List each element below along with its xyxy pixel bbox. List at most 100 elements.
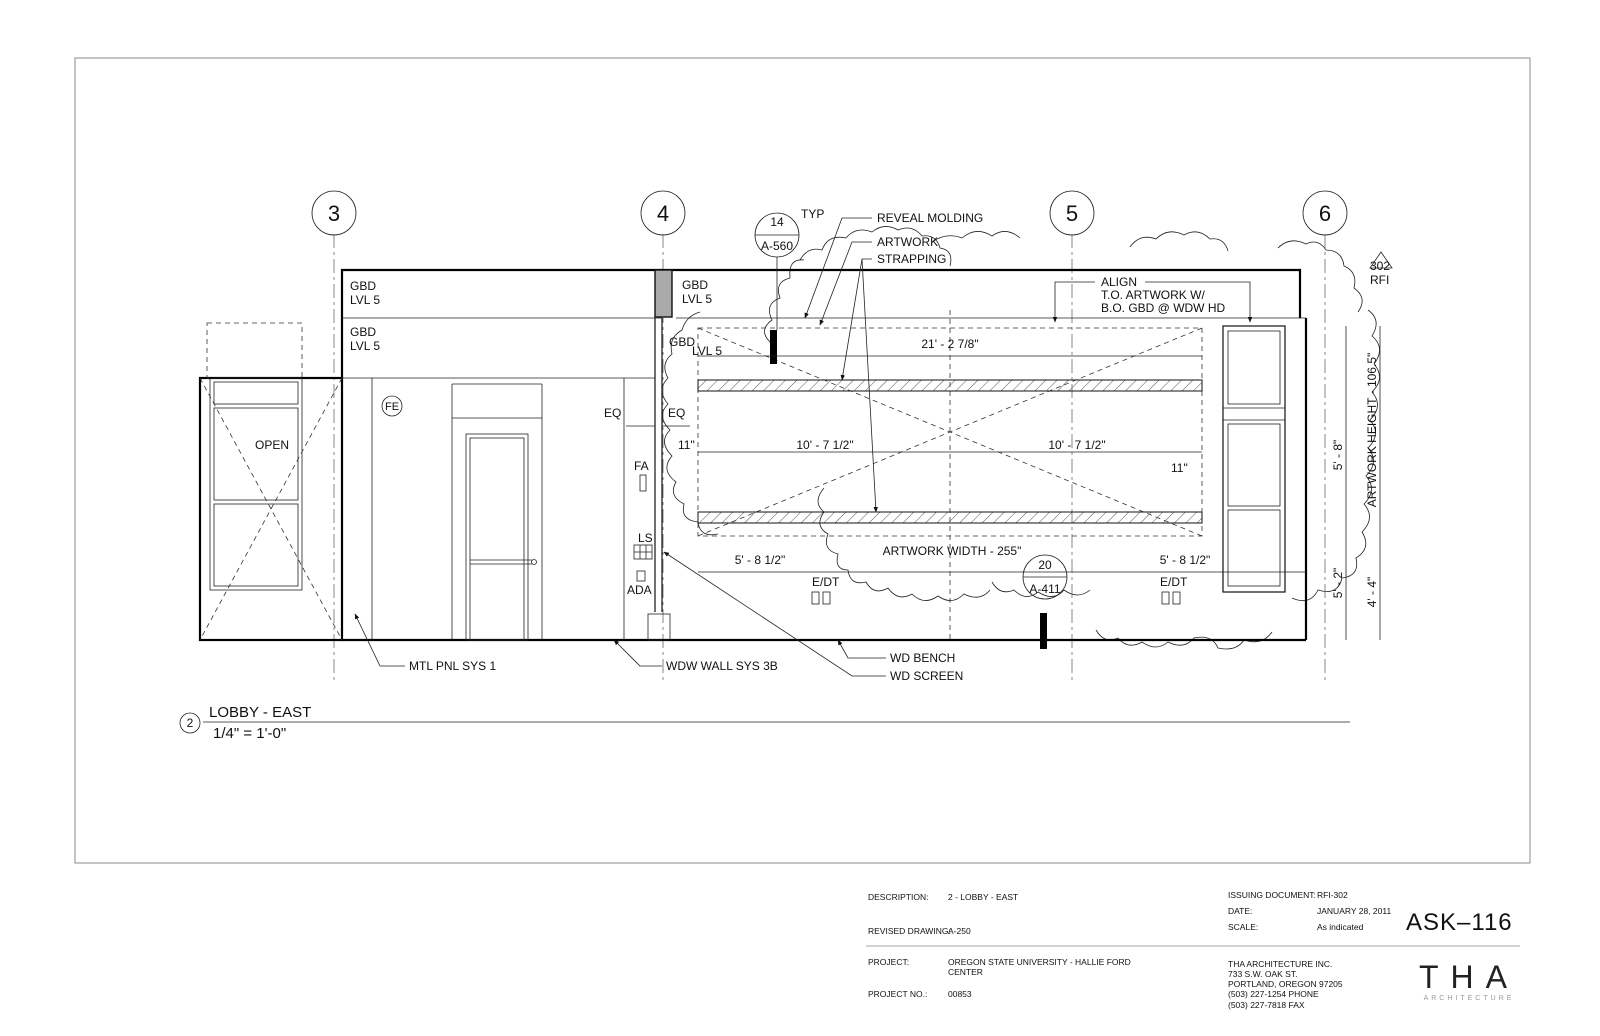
grid-label-4: 4	[657, 201, 669, 226]
note-align-2: T.O. ARTWORK W/	[1101, 288, 1205, 302]
column-4	[633, 269, 673, 641]
detail-callout-14: 14 A-560 TYP	[754, 207, 824, 330]
tb-scale-value: As indicated	[1317, 922, 1364, 932]
reveal-marker-top	[770, 330, 777, 364]
dim-11-left: 11"	[678, 438, 695, 452]
reveal-marker-bottom	[1040, 613, 1047, 649]
door	[465, 433, 529, 641]
dim-11-right: 11"	[1171, 461, 1188, 475]
view-name: LOBBY - EAST	[209, 704, 311, 721]
tb-firm-4: (503) 227-1254 PHONE	[1228, 989, 1319, 999]
tb-project-label: PROJECT:	[868, 957, 909, 967]
strapping-bottom	[697, 511, 1203, 524]
gbd-label-4: GBD	[669, 335, 695, 349]
edt-outlets	[811, 591, 1181, 605]
notes-top: REVEAL MOLDING ARTWORK STRAPPING ALIGN T…	[804, 211, 1253, 513]
edt-left: E/DT	[812, 575, 840, 589]
note-wd-screen: WD SCREEN	[890, 669, 963, 683]
tha-logo: THA	[1419, 959, 1519, 995]
note-align-1: ALIGN	[1101, 275, 1137, 289]
notes-bottom: MTL PNL SYS 1 WDW WALL SYS 3B WD BENCH W…	[354, 551, 963, 683]
tb-project-value-1: OREGON STATE UNIVERSITY - HALLIE FORD	[948, 957, 1131, 967]
lvl5-label-4: LVL 5	[692, 344, 722, 358]
detail-14-sheet: A-560	[761, 239, 793, 253]
tb-date-value: JANUARY 28, 2011	[1317, 906, 1391, 916]
tb-project-no-label: PROJECT NO.:	[868, 989, 927, 999]
tha-logo-sub: ARCHITECTURE	[1424, 995, 1515, 1002]
eq-left: EQ	[604, 406, 621, 420]
tb-firm-5: (503) 227-7818 FAX	[1228, 1000, 1305, 1010]
lvl5-label-1: LVL 5	[350, 293, 380, 307]
dim-artwork-height: ARTWORK HEIGHT - 106.5"	[1365, 353, 1379, 508]
tb-revised-value: A-250	[948, 926, 971, 936]
tb-firm-2: 733 S.W. OAK ST.	[1228, 969, 1297, 979]
tb-date-label: DATE:	[1228, 906, 1252, 916]
dim-artwork-width: ARTWORK WIDTH - 255"	[883, 544, 1022, 558]
gbd-label-3: GBD	[682, 278, 708, 292]
note-wd-bench: WD BENCH	[890, 651, 955, 665]
tb-revised-label: REVISED DRAWING:	[868, 926, 951, 936]
tb-description-label: DESCRIPTION:	[868, 892, 928, 902]
right-window	[1222, 325, 1286, 593]
door-handle	[531, 559, 537, 565]
detail-14-number: 14	[770, 215, 784, 229]
dim-overall: 21' - 2 7/8"	[921, 337, 978, 351]
grid-label-5: 5	[1066, 201, 1078, 226]
revision-rfi: RFI	[1370, 273, 1389, 287]
grid-bubble-3: 3	[311, 190, 357, 236]
ada-label: ADA	[627, 583, 652, 597]
detail-14-typ: TYP	[801, 207, 824, 221]
dim-half-left: 10' - 7 1/2"	[796, 438, 853, 452]
dim-side-left: 5' - 8 1/2"	[735, 553, 786, 567]
tb-issuing-value: RFI-302	[1317, 890, 1348, 900]
note-strapping: STRAPPING	[877, 252, 946, 266]
grid-bubble-5: 5	[1049, 190, 1095, 236]
lvl5-label-2: LVL 5	[350, 339, 380, 353]
gbd-label-1: GBD	[350, 279, 376, 293]
view-number: 2	[187, 716, 194, 730]
view-scale: 1/4" = 1'-0"	[213, 725, 286, 742]
note-artwork: ARTWORK	[877, 235, 938, 249]
note-wdw-wall: WDW WALL SYS 3B	[666, 659, 778, 673]
view-title: 2 LOBBY - EAST 1/4" = 1'-0"	[179, 704, 1350, 742]
fa-label: FA	[634, 459, 649, 473]
title-block: DESCRIPTION: 2 - LOBBY - EAST REVISED DR…	[866, 890, 1520, 1010]
grid-bubble-4: 4	[640, 190, 686, 236]
grid-label-3: 3	[328, 201, 340, 226]
detail-20-number: 20	[1038, 558, 1052, 572]
note-mtl-pnl: MTL PNL SYS 1	[409, 659, 496, 673]
open-label: OPEN	[255, 438, 289, 452]
open-window: OPEN	[199, 322, 343, 641]
lvl5-label-3: LVL 5	[682, 292, 712, 306]
tb-description-value: 2 - LOBBY - EAST	[948, 892, 1018, 902]
dimensions: 21' - 2 7/8" 10' - 7 1/2" 10' - 7 1/2" 1…	[678, 326, 1381, 640]
tb-issuing-label: ISSUING DOCUMENT:	[1228, 890, 1316, 900]
grid-label-6: 6	[1319, 201, 1331, 226]
tb-scale-label: SCALE:	[1228, 922, 1258, 932]
dim-half-right: 10' - 7 1/2"	[1048, 438, 1105, 452]
sheet-border	[74, 57, 1531, 864]
revision-number: 302	[1370, 259, 1390, 273]
fe-tag	[381, 395, 403, 417]
note-align-3: B.O. GBD @ WDW HD	[1101, 301, 1226, 315]
edt-right: E/DT	[1160, 575, 1188, 589]
tb-project-value-2: CENTER	[948, 967, 983, 977]
dim-5-2: 5' - 2"	[1331, 568, 1345, 599]
dim-side-right: 5' - 8 1/2"	[1160, 553, 1211, 567]
tb-firm-3: PORTLAND, OREGON 97205	[1228, 979, 1343, 989]
artwork-panel	[697, 310, 1203, 649]
revision-tag-302: 302 RFI	[1369, 251, 1393, 287]
dim-5-8: 5' - 8"	[1331, 440, 1345, 471]
detail-callout-20: 20 A-411	[1022, 554, 1068, 600]
gbd-label-2: GBD	[350, 325, 376, 339]
grid-bubble-6: 6	[1302, 190, 1348, 236]
dim-4-4: 4' - 4"	[1365, 577, 1379, 608]
strapping-top	[697, 379, 1203, 392]
tb-sheet-number: ASK–116	[1406, 909, 1513, 936]
eq-right: EQ	[668, 406, 685, 420]
fe-label: FE	[385, 401, 399, 413]
tb-project-no-value: 00853	[948, 989, 972, 999]
ls-label: LS	[638, 531, 653, 545]
detail-20-sheet: A-411	[1029, 582, 1060, 596]
